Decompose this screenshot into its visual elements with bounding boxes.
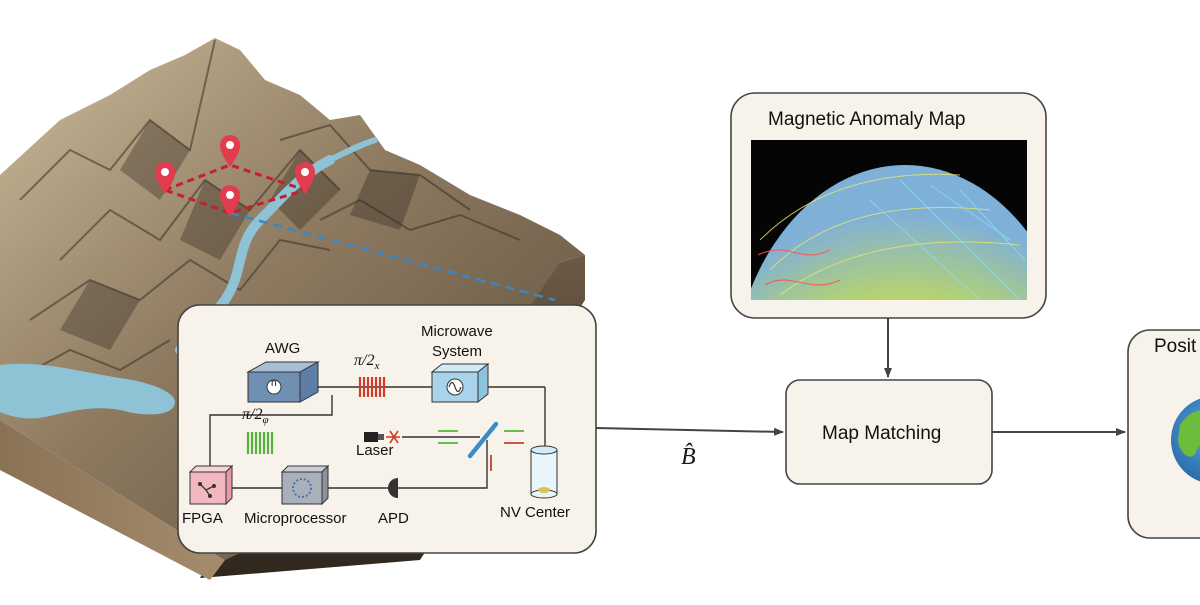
projection-line bbox=[229, 211, 556, 302]
apd-label: APD bbox=[378, 510, 409, 527]
pin-icon bbox=[155, 162, 175, 194]
awg-icon: n bbox=[271, 378, 277, 389]
pulse-x-label: π/2x bbox=[354, 352, 380, 373]
pin-icon bbox=[295, 162, 315, 194]
dichroic-mirror bbox=[467, 421, 499, 459]
pulse-phi-label: π/2φ bbox=[242, 406, 269, 427]
lake bbox=[0, 363, 175, 419]
arrow-sensor-to-matching bbox=[595, 427, 784, 436]
apd-device bbox=[388, 478, 398, 498]
position-label: Posit bbox=[1154, 336, 1197, 357]
position-box bbox=[1127, 329, 1200, 539]
sensor-panel bbox=[177, 304, 597, 554]
magnetic-map-title: Magnetic Anomaly Map bbox=[768, 109, 966, 130]
microwave-label-line2: System bbox=[432, 343, 483, 360]
fpga-label: FPGA bbox=[182, 510, 223, 527]
fpga-device bbox=[188, 464, 234, 506]
signal-label: B̂ bbox=[681, 444, 696, 470]
nv-center-device bbox=[530, 445, 558, 499]
awg-device bbox=[246, 361, 320, 403]
pulse-phi-coil bbox=[246, 432, 274, 454]
terrain-side-front bbox=[0, 420, 225, 580]
pulse-x-coil bbox=[358, 377, 386, 397]
laser-device bbox=[364, 430, 400, 444]
microprocessor-label: Microprocessor bbox=[244, 510, 347, 527]
microwave-label-line1: Microwave bbox=[421, 323, 493, 340]
map-matching-label: Map Matching bbox=[822, 423, 942, 444]
location-pins bbox=[155, 135, 315, 217]
awg-label: AWG bbox=[265, 340, 301, 357]
nv-center-label: NV Center bbox=[500, 504, 571, 521]
pin-icon bbox=[220, 185, 240, 217]
anomaly-sphere bbox=[751, 165, 1027, 300]
chip-icon bbox=[292, 478, 312, 498]
flow-arrows bbox=[595, 318, 1126, 436]
sine-wave-icon bbox=[448, 381, 462, 393]
magnetic-map-panel bbox=[730, 92, 1047, 319]
terrain-ridges bbox=[14, 39, 521, 381]
microprocessor-device bbox=[280, 464, 330, 506]
position-panel bbox=[1127, 329, 1200, 539]
microwave-system-device bbox=[430, 362, 490, 404]
beam-arrows bbox=[438, 430, 524, 471]
laser-beam-icon bbox=[386, 430, 400, 444]
laser-label: Laser bbox=[356, 442, 394, 459]
pin-icon bbox=[220, 135, 240, 167]
